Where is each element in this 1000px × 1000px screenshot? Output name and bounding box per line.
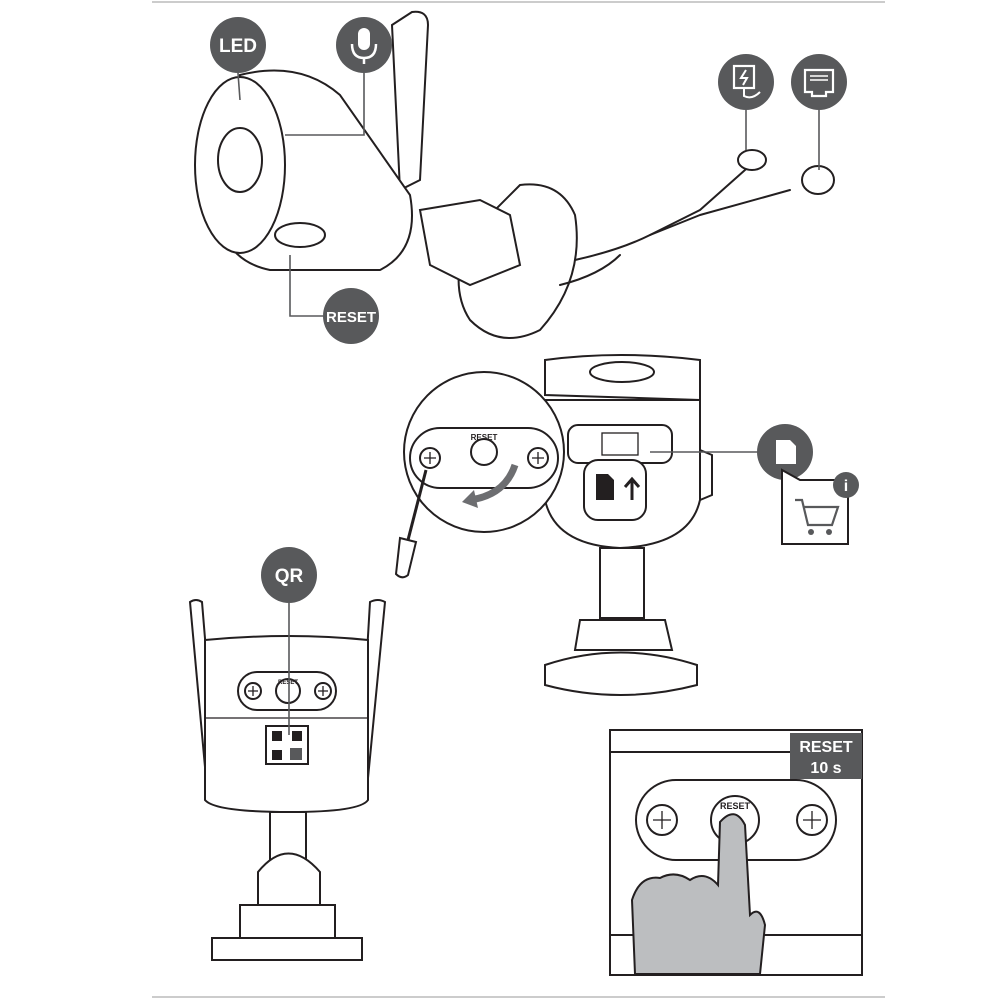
bracket-arm bbox=[418, 198, 522, 287]
reset-badge: RESET bbox=[323, 288, 379, 344]
sd-slot-callout bbox=[583, 459, 647, 521]
ethernet-icon bbox=[791, 54, 847, 110]
rotate-arrow-icon bbox=[462, 463, 519, 508]
purchase-sd-card: i bbox=[781, 468, 859, 545]
cable-main bbox=[559, 254, 621, 286]
cable-power bbox=[574, 169, 746, 261]
reset-button-back-label: RESET bbox=[278, 680, 298, 686]
qr-code-icon bbox=[265, 725, 309, 765]
power-adapter-icon bbox=[718, 54, 774, 110]
reset-button-label: RESET bbox=[471, 433, 498, 442]
reset-duration-title: RESET bbox=[799, 739, 853, 756]
rj45-connector bbox=[801, 165, 835, 195]
qr-badge: QR bbox=[261, 547, 317, 603]
camera-side-view bbox=[194, 10, 835, 339]
led-badge: LED bbox=[210, 17, 266, 73]
sd-card-icon bbox=[596, 474, 614, 500]
camera-back-view: RESET bbox=[188, 599, 387, 961]
led-label: LED bbox=[219, 36, 257, 57]
camera-front bbox=[194, 76, 286, 254]
svg-text:i: i bbox=[844, 478, 848, 495]
reset-button-finger-label: RESET bbox=[720, 801, 751, 811]
screwdriver-icon bbox=[394, 469, 428, 579]
shopping-cart-icon bbox=[795, 498, 840, 535]
reset-duration-badge: RESET 10 s bbox=[790, 733, 862, 779]
reset-press-panel: RESET bbox=[609, 729, 863, 976]
microphone-icon bbox=[336, 17, 392, 73]
arrow-up-icon bbox=[623, 476, 641, 500]
reset-label: RESET bbox=[326, 309, 376, 326]
antenna bbox=[390, 10, 430, 192]
dc-connector bbox=[737, 149, 767, 171]
finger-pressing bbox=[630, 813, 767, 975]
reset-cover bbox=[274, 222, 326, 248]
sd-card-badge bbox=[757, 424, 813, 480]
reset-duration-value: 10 s bbox=[810, 760, 841, 777]
cable-ethernet bbox=[649, 189, 791, 236]
lens bbox=[217, 127, 263, 193]
qr-label: QR bbox=[275, 566, 304, 587]
info-icon: i bbox=[833, 472, 859, 498]
camera-bottom-view bbox=[544, 354, 713, 696]
reset-zoom-callout: RESET bbox=[403, 371, 565, 533]
